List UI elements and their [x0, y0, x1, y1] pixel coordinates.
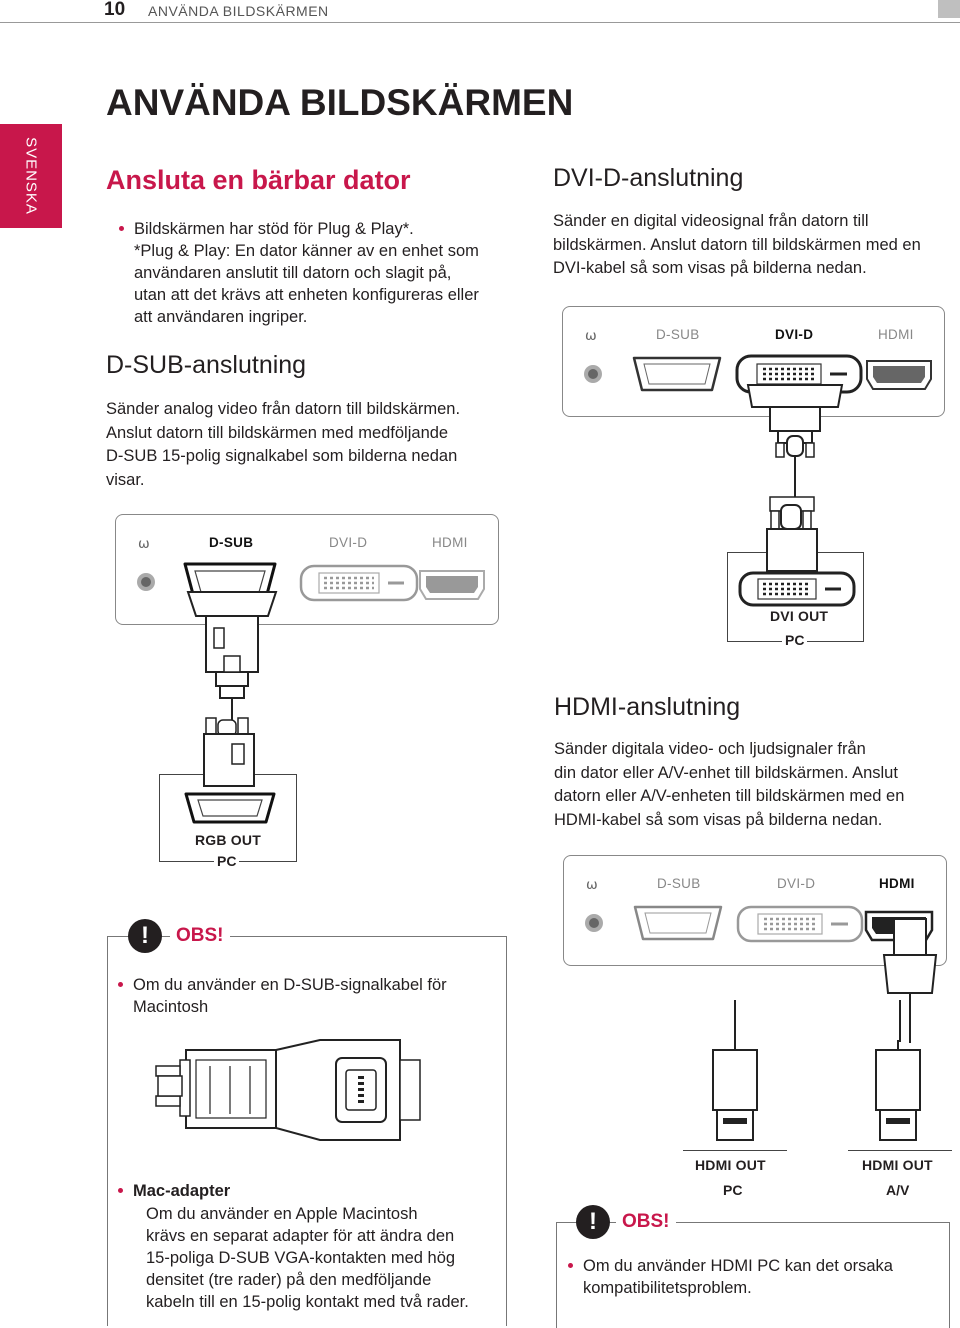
headphone-icon: ⍵ — [585, 327, 597, 343]
hdmi-text: Sänder digitala video- och ljudsignaler … — [554, 740, 905, 829]
hdmi-out-pc-label: HDMI OUT — [695, 1157, 766, 1173]
dvi-port-icon — [299, 564, 419, 602]
bullet-dot — [118, 1188, 123, 1193]
note-box-hdmi — [556, 1222, 950, 1328]
port-label-hdmi: HDMI — [432, 535, 468, 550]
warning-icon: ! — [576, 1205, 610, 1239]
dvi-port-icon — [736, 905, 864, 943]
hdmi-port-icon — [866, 360, 932, 390]
port-label-dsub: D-SUB — [657, 876, 701, 891]
rgb-out-label: RGB OUT — [195, 832, 261, 848]
hdmi-out-pc-connector — [712, 1040, 758, 1141]
bullet-dot — [118, 982, 123, 987]
port-label-hdmi: HDMI — [879, 876, 915, 891]
port-label-dvi: DVI-D — [329, 535, 368, 550]
language-tab: SVENSKA — [0, 124, 62, 228]
dvi-out-connector — [738, 496, 856, 607]
port-label-dvi: DVI-D — [777, 876, 816, 891]
mac-adapter-title: Mac-adapter — [133, 1182, 231, 1200]
hdmi-port-icon — [419, 570, 485, 600]
dvi-heading: DVI-D-anslutning — [553, 164, 744, 192]
dvi-text: Sänder en digital videosignal från dator… — [553, 212, 921, 277]
port-label-dsub: D-SUB — [209, 535, 254, 550]
bullet-dot — [568, 1263, 573, 1268]
hdmi-pc-label: PC — [720, 1182, 746, 1198]
hdmi-out-av-connector — [875, 1040, 921, 1141]
dvi-port-icon — [735, 354, 863, 394]
port-label-hdmi: HDMI — [878, 327, 914, 342]
hdmi-heading: HDMI-anslutning — [554, 693, 741, 721]
rgb-out-connector — [184, 717, 276, 824]
note2-title: OBS! — [616, 1211, 676, 1233]
warning-icon: ! — [128, 919, 162, 953]
dsub-port-icon — [633, 905, 723, 941]
section-title: Ansluta en bärbar dator — [106, 165, 411, 195]
page-title: ANVÄNDA BILDSKÄRMEN — [106, 82, 574, 123]
note-box-dsub — [107, 936, 507, 1326]
hdmi-cable-plug — [882, 918, 938, 1043]
page-number: 10 — [104, 0, 126, 20]
dsub-port-icon — [632, 356, 722, 392]
header-section: ANVÄNDA BILDSKÄRMEN — [148, 3, 329, 19]
header-divider — [0, 22, 960, 23]
rgb-pc-label: PC — [214, 853, 240, 869]
note-title: OBS! — [170, 925, 230, 947]
header-marker — [938, 0, 960, 18]
bullet-dot — [119, 226, 124, 231]
headphone-icon: ⍵ — [138, 535, 150, 551]
dsub-text: Sänder analog video från datorn till bil… — [106, 400, 461, 489]
dsub-cable-plug — [186, 591, 278, 716]
headphone-icon: ⍵ — [586, 876, 598, 892]
hdmi-av-label: A/V — [883, 1182, 913, 1198]
dvi-cable-plug — [746, 384, 844, 498]
dvi-pc-label: PC — [782, 632, 808, 648]
dvi-out-label: DVI OUT — [770, 608, 829, 624]
dsub-heading: D-SUB-anslutning — [106, 351, 307, 379]
mac-adapter-illustration — [155, 1039, 421, 1141]
port-label-dsub: D-SUB — [656, 327, 700, 342]
port-label-dvi: DVI-D — [775, 327, 814, 342]
hdmi-out-av-label: HDMI OUT — [862, 1157, 933, 1173]
dvi-panel-ports — [584, 354, 932, 394]
dsub-panel-ports — [137, 562, 485, 602]
intro-bullet: Bildskärmen har stöd för Plug & Play*.*P… — [134, 220, 479, 326]
hdmi-cable-lines — [734, 1000, 901, 1042]
